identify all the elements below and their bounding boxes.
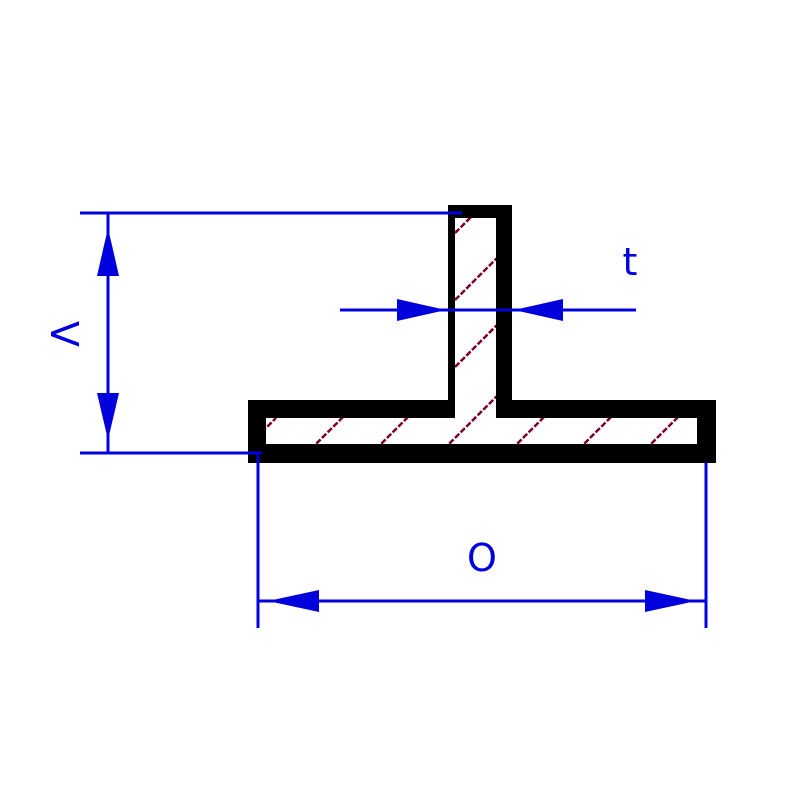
height-arrow-top	[97, 228, 119, 276]
t-profile-outline	[248, 205, 716, 463]
width-dimension: O	[256, 455, 708, 628]
thickness-arrow-left	[397, 299, 446, 321]
width-arrow-right	[645, 590, 696, 612]
section-hatching	[266, 218, 681, 444]
height-arrow-bottom	[97, 393, 119, 440]
thickness-dimension: t	[340, 240, 637, 321]
t-profile	[248, 205, 716, 463]
height-dimension-label: V	[42, 321, 86, 347]
height-dimension: V	[42, 211, 462, 455]
thickness-dimension-label: t	[623, 240, 638, 284]
thickness-arrow-right	[514, 299, 563, 321]
width-arrow-left	[268, 590, 319, 612]
width-dimension-label: O	[467, 536, 497, 580]
